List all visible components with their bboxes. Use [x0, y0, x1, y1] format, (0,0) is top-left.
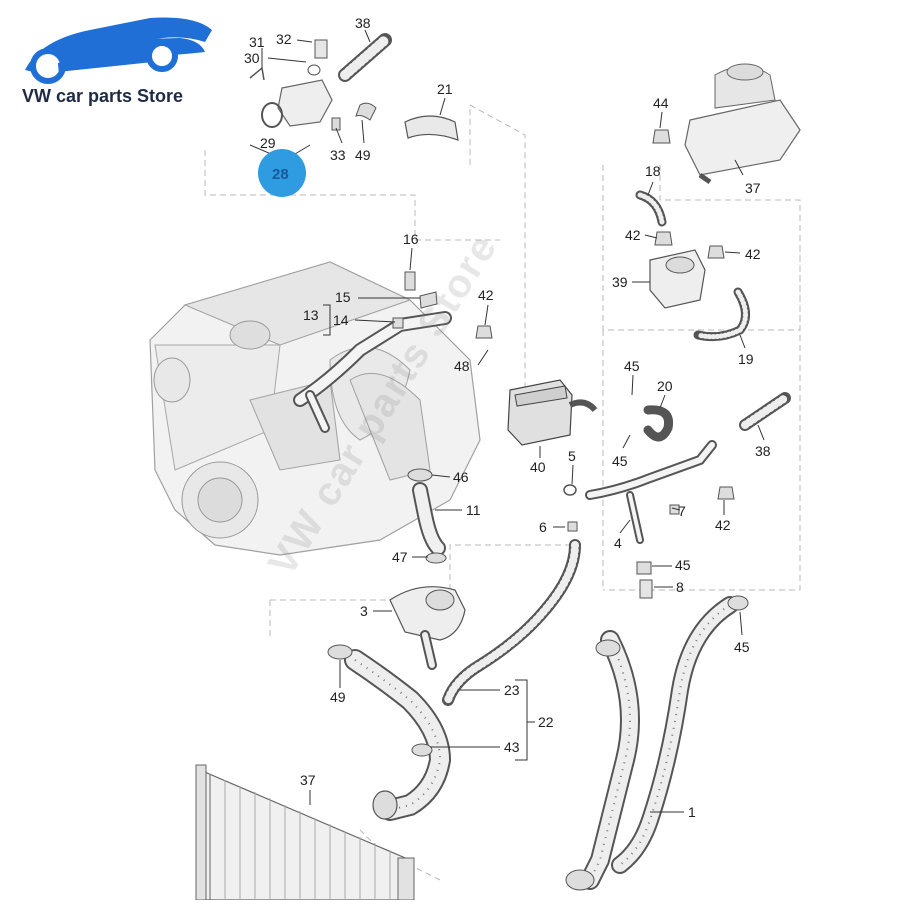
callout-42-b: 42 [625, 227, 641, 243]
callout-45-b: 45 [612, 453, 628, 469]
callout-49-bottom: 49 [330, 689, 346, 705]
small-fittings [475, 129, 735, 500]
callout-49-top: 49 [355, 147, 371, 163]
callout-47: 47 [392, 549, 408, 565]
callout-28-highlight [258, 149, 306, 197]
callout-45-d: 45 [734, 639, 750, 655]
thermostat-housing-39 [649, 249, 706, 309]
callout-20: 20 [657, 378, 673, 394]
car-wrench-logo-icon [25, 17, 212, 84]
hose-11 [407, 468, 447, 564]
callout-38-top: 38 [355, 15, 371, 31]
hose-1 [565, 595, 749, 891]
callout-22: 22 [538, 714, 554, 730]
callout-1: 1 [688, 804, 696, 820]
callout-46: 46 [453, 469, 469, 485]
callout-18: 18 [645, 163, 661, 179]
callout-43: 43 [504, 739, 520, 755]
callout-44: 44 [653, 95, 669, 111]
callout-5: 5 [568, 448, 576, 464]
callout-33: 33 [330, 147, 346, 163]
callout-21: 21 [437, 81, 453, 97]
engine-block [149, 261, 481, 556]
callout-37-tank: 37 [745, 180, 761, 196]
callout-6: 6 [539, 519, 547, 535]
lower-hose-43 [327, 644, 452, 821]
callout-19: 19 [738, 351, 754, 367]
oil-cooler-40 [507, 379, 598, 446]
callout-42-a: 42 [478, 287, 494, 303]
hose-21 [404, 115, 459, 141]
hose-23 [442, 539, 581, 706]
coolant-flange-28 [249, 39, 377, 131]
coolant-pipe-4 [563, 440, 717, 599]
coolant-pipe-13 [293, 271, 452, 433]
store-name: VW car parts Store [22, 86, 184, 106]
callout-40: 40 [530, 459, 546, 475]
callout-7: 7 [678, 503, 686, 519]
hose-20 [643, 405, 674, 442]
callout-48: 48 [454, 358, 470, 374]
water-pump-3 [389, 586, 466, 670]
callout-28: 28 [272, 166, 289, 183]
callout-31: 31 [249, 34, 265, 50]
callout-42-d: 42 [715, 517, 731, 533]
group-outlines [204, 104, 801, 881]
hose-18 [635, 190, 667, 227]
callout-8: 8 [676, 579, 684, 595]
callout-29: 29 [260, 135, 276, 151]
hose-38-lower [739, 392, 791, 431]
callout-45-a: 45 [624, 358, 640, 374]
callout-14: 14 [333, 312, 349, 328]
callout-32: 32 [276, 31, 292, 47]
callout-15: 15 [335, 289, 351, 305]
hose-38-upper [338, 33, 392, 82]
callout-45-c: 45 [675, 557, 691, 573]
callout-38-right: 38 [755, 443, 771, 459]
callout-30: 30 [244, 50, 260, 66]
hose-19 [693, 287, 750, 342]
expansion-tank-37 [684, 63, 801, 185]
callout-labels: 31 32 30 38 21 29 33 49 28 16 15 13 14 4… [244, 15, 771, 820]
callout-37-radiator: 37 [300, 772, 316, 788]
callout-4: 4 [614, 535, 622, 551]
callout-39: 39 [612, 274, 628, 290]
callout-42-c: 42 [745, 246, 761, 262]
callout-3: 3 [360, 603, 368, 619]
leader-lines [249, 29, 765, 813]
callout-11: 11 [466, 502, 481, 518]
callout-23: 23 [504, 682, 520, 698]
callout-13: 13 [303, 307, 319, 323]
callout-16: 16 [403, 231, 419, 247]
